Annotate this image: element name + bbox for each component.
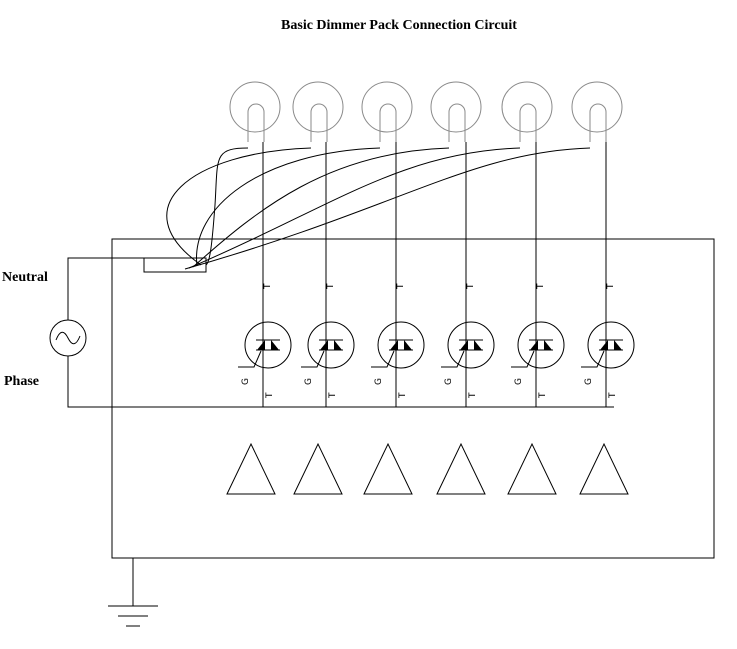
channel-indicator-triangle-5 [507,442,557,495]
lamp-3 [361,81,413,133]
triac-arrow-right-1 [271,340,279,350]
triac-arrow-right-3 [404,340,412,350]
terminal-top-label-1: T [263,283,273,290]
lamps-group [229,81,623,142]
lamp-filament-4 [448,103,466,142]
phase-supply-wire [67,356,614,408]
triac-gate-lead-3 [371,350,395,368]
triac-4 [447,321,495,369]
triac-arrow-left-4 [460,340,468,350]
channel-indicator-triangle-2 [293,442,343,495]
terminal-top-label-5: T [536,283,546,290]
ground-symbol [108,558,158,627]
lamp-filament-5 [519,103,537,142]
triac-6 [587,321,635,369]
channel-indicators [226,442,629,495]
triac-arrow-right-2 [334,340,342,350]
triac-arrow-right-6 [614,340,622,350]
triac-1 [244,321,292,369]
gate-label-4: G [444,378,454,385]
triac-gate-lead-2 [301,350,325,368]
triac-arrow-right-5 [544,340,552,350]
dimmer-pack-enclosure [111,238,715,559]
diagram-title: Basic Dimmer Pack Connection Circuit [281,18,517,33]
terminal-top-label-4: T [466,283,476,290]
channel-indicator-triangle-4 [436,442,486,495]
terminal-bottom-label-3: T [398,392,408,399]
neutral-supply-wire [67,257,144,320]
neutral-return-wire-5 [188,147,521,269]
neutral-return-wires [166,147,591,270]
triac-gate-lead-6 [581,350,605,368]
terminal-top-label-3: T [396,283,406,290]
triac-2 [307,321,355,369]
triac-arrow-left-1 [257,340,265,350]
triac-3 [377,321,425,369]
lamp-2 [292,81,344,133]
gate-label-2: G [304,378,314,385]
terminal-bottom-label-6: T [608,392,618,399]
triac-arrow-left-2 [320,340,328,350]
ac-source [49,319,87,357]
terminal-top-label-6: T [606,283,616,290]
dimmer-channels: T T G T T G T T G T T G T T G T T G [238,142,635,407]
ac-source-circle [49,319,87,357]
lamp-5 [501,81,553,133]
terminal-bottom-label-2: T [328,392,338,399]
lamp-filament-3 [379,103,397,142]
lamp-filament-2 [310,103,328,142]
lamp-4 [430,81,482,133]
terminal-bottom-label-4: T [468,392,478,399]
neutral-return-wire-1 [205,147,249,266]
triac-5 [517,321,565,369]
neutral-return-wire-2 [166,147,312,266]
phase-label: Phase [4,374,39,389]
lamp-6 [571,81,623,133]
neutral-label: Neutral [2,270,48,285]
sine-wave-icon [55,331,81,345]
gate-label-6: G [584,378,594,385]
channel-indicator-triangle-6 [579,442,629,495]
gate-label-5: G [514,378,524,385]
neutral-return-wire-6 [184,147,591,270]
triac-arrow-left-5 [530,340,538,350]
gate-label-1: G [241,378,251,385]
channel-indicator-triangle-3 [363,442,413,495]
terminal-bottom-label-1: T [265,392,275,399]
triac-arrow-left-6 [600,340,608,350]
terminal-top-label-2: T [326,283,336,290]
channel-indicator-triangle-1 [226,442,276,495]
terminal-bottom-label-5: T [538,392,548,399]
triac-arrow-right-4 [474,340,482,350]
triac-arrow-left-3 [390,340,398,350]
triac-gate-lead-4 [441,350,465,368]
gate-label-3: G [374,378,384,385]
triac-gate-lead-1 [238,350,262,368]
neutral-return-wire-3 [196,147,381,267]
lamp-filament-6 [589,103,607,142]
lamp-filament-1 [247,103,265,142]
neutral-return-wire-4 [192,147,450,268]
lamp-1 [229,81,281,133]
triac-gate-lead-5 [511,350,535,368]
